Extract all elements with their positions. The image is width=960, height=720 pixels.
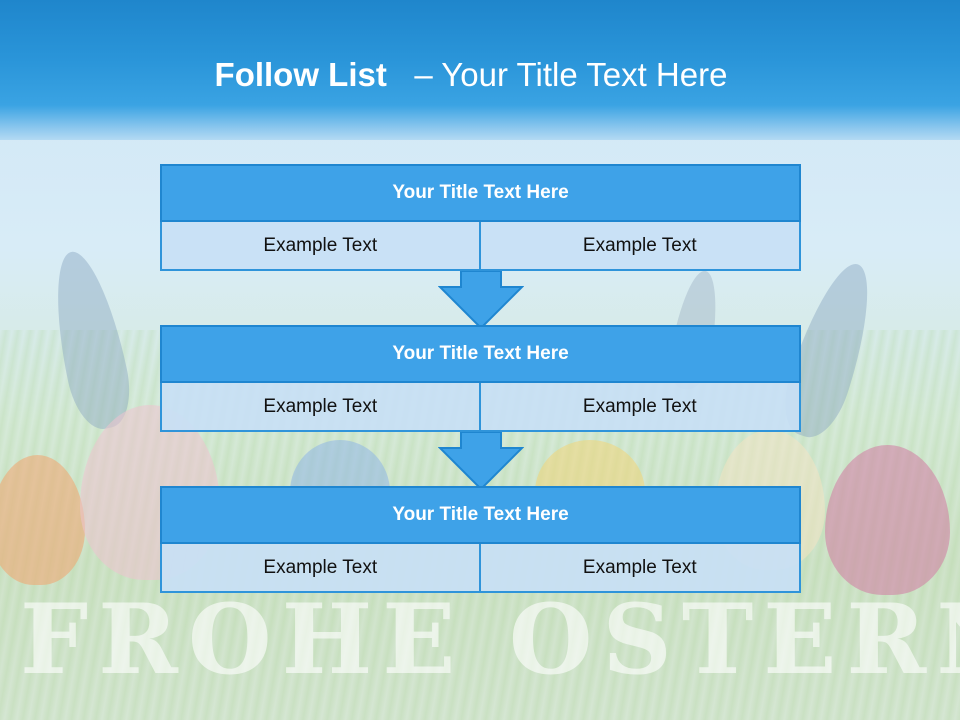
block-cell-right: Example Text xyxy=(480,544,801,593)
block-row: Example Text Example Text xyxy=(160,544,801,593)
block-cell-left: Example Text xyxy=(160,383,481,432)
block-title: Your Title Text Here xyxy=(160,486,801,544)
block-row: Example Text Example Text xyxy=(160,222,801,271)
block-title: Your Title Text Here xyxy=(160,325,801,383)
down-arrow-icon xyxy=(438,271,524,329)
header-band xyxy=(0,0,960,140)
follow-block-3: Your Title Text Here Example Text Exampl… xyxy=(160,486,801,593)
egg-orange-decoration xyxy=(0,455,85,585)
slide-title-separator xyxy=(396,56,405,93)
block-title: Your Title Text Here xyxy=(160,164,801,222)
block-cell-right: Example Text xyxy=(480,383,801,432)
follow-block-2: Your Title Text Here Example Text Exampl… xyxy=(160,325,801,432)
follow-block-1: Your Title Text Here Example Text Exampl… xyxy=(160,164,801,271)
egg-magenta-decoration xyxy=(825,445,950,595)
block-cell-right: Example Text xyxy=(480,222,801,271)
block-cell-left: Example Text xyxy=(160,544,481,593)
slide-title: Follow List – Your Title Text Here xyxy=(0,56,942,94)
frohe-ostern-banner: FROHE OSTERN xyxy=(20,583,960,696)
block-cell-left: Example Text xyxy=(160,222,481,271)
slide-title-rest: – Your Title Text Here xyxy=(414,56,728,93)
down-arrow-icon xyxy=(438,432,524,490)
block-row: Example Text Example Text xyxy=(160,383,801,432)
slide-title-bold: Follow List xyxy=(214,56,387,93)
